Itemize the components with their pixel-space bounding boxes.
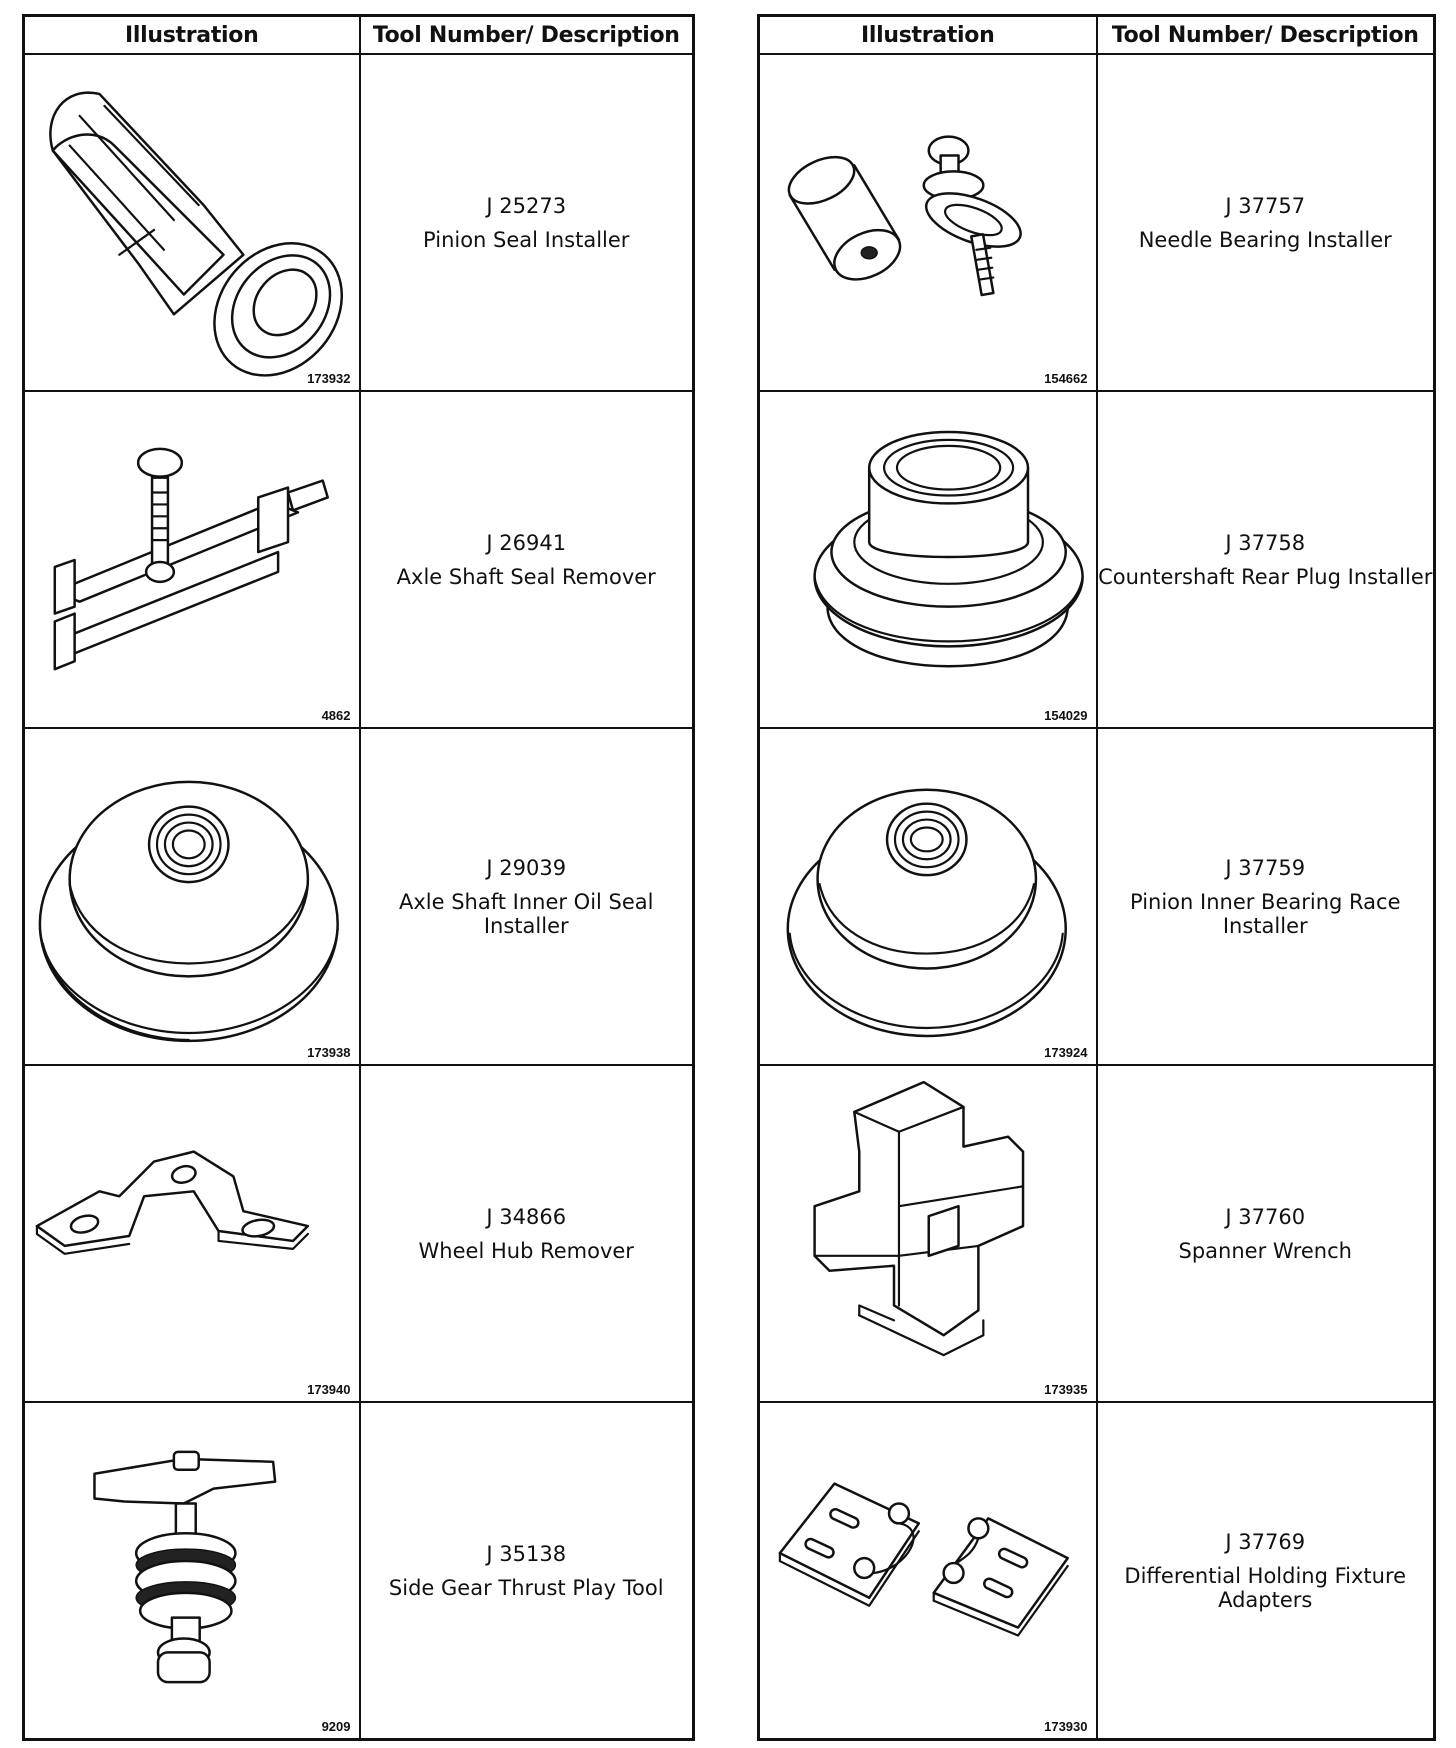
figure-number: 154029 — [1044, 708, 1088, 723]
wheel-hub-remover-icon — [35, 1150, 310, 1255]
table-row: 173924 J 37759 Pinion Inner Bearing Race… — [757, 727, 1436, 1066]
tool-name: Axle Shaft Inner Oil Seal Installer — [398, 889, 654, 938]
countershaft-plug-installer-icon — [813, 430, 1084, 668]
tool-name: Needle Bearing Installer — [1138, 227, 1392, 252]
tool-number: J 25273 — [486, 193, 567, 218]
tool-description-header: Tool Number/ Description — [1095, 14, 1436, 55]
side-gear-thrust-play-tool-icon — [93, 1450, 277, 1684]
bearing-race-installer-icon — [786, 788, 1067, 1038]
tool-description: J 25273 Pinion Seal Installer — [358, 53, 695, 392]
tool-number: J 29039 — [486, 855, 567, 880]
oil-seal-installer-icon — [38, 780, 339, 1043]
illustration-cell: 173938 — [22, 727, 361, 1066]
illustration-cell: 154029 — [757, 390, 1098, 729]
tool-number: J 37759 — [1225, 855, 1306, 880]
tool-name: Axle Shaft Seal Remover — [396, 564, 656, 589]
needle-bearing-installer-icon — [787, 135, 1022, 297]
illustration-cell: 154662 — [757, 53, 1098, 392]
figure-number: 4862 — [321, 708, 351, 723]
figure-number: 173935 — [1044, 1382, 1088, 1397]
table-row: 154662 J 37757 Needle Bearing Installer — [757, 53, 1436, 392]
tool-description: J 35138 Side Gear Thrust Play Tool — [358, 1401, 695, 1741]
figure-number: 154662 — [1044, 371, 1088, 386]
tool-description: J 37760 Spanner Wrench — [1095, 1064, 1436, 1403]
pinion-seal-installer-icon — [49, 91, 344, 377]
tool-number: J 37760 — [1225, 1204, 1306, 1229]
tool-name: Countershaft Rear Plug Installer — [1098, 564, 1433, 589]
tool-number: J 37757 — [1225, 193, 1306, 218]
table-row: 173938 J 29039 Axle Shaft Inner Oil Seal… — [22, 727, 695, 1066]
illustration-cell: 173932 — [22, 53, 361, 392]
tool-number: J 37758 — [1225, 530, 1306, 555]
illustration-cell: 4862 — [22, 390, 361, 729]
tool-description: J 34866 Wheel Hub Remover — [358, 1064, 695, 1403]
tool-name: Pinion Seal Installer — [423, 227, 630, 252]
illustration-cell: 173930 — [757, 1401, 1098, 1741]
tool-name: Differential Holding Fixture Adapters — [1124, 1563, 1407, 1612]
table-row: 4862 J 26941 Axle Shaft Seal Remover — [22, 390, 695, 729]
tool-number: J 37769 — [1225, 1529, 1306, 1554]
tool-number: J 35138 — [486, 1541, 567, 1566]
spanner-wrench-icon — [813, 1080, 1025, 1357]
table-row: 173930 J 37769 Differential Holding Fixt… — [757, 1401, 1436, 1741]
tool-name: Wheel Hub Remover — [418, 1238, 634, 1263]
table-row: 173935 J 37760 Spanner Wrench — [757, 1064, 1436, 1403]
tool-description-header: Tool Number/ Description — [358, 14, 695, 55]
tool-number: J 34866 — [486, 1204, 567, 1229]
figure-number: 173938 — [307, 1045, 351, 1060]
tool-description: J 37769 Differential Holding Fixture Ada… — [1095, 1401, 1436, 1741]
table-row: 173940 J 34866 Wheel Hub Remover — [22, 1064, 695, 1403]
illustration-header: Illustration — [22, 14, 361, 55]
illustration-cell: 9209 — [22, 1401, 361, 1741]
tool-description: J 37758 Countershaft Rear Plug Installer — [1095, 390, 1436, 729]
table-row: 154029 J 37758 Countershaft Rear Plug In… — [757, 390, 1436, 729]
illustration-cell: 173935 — [757, 1064, 1098, 1403]
figure-number: 173924 — [1044, 1045, 1088, 1060]
tool-description: J 37759 Pinion Inner Bearing Race Instal… — [1095, 727, 1436, 1066]
tool-description: J 26941 Axle Shaft Seal Remover — [358, 390, 695, 729]
tool-description: J 37757 Needle Bearing Installer — [1095, 53, 1436, 392]
illustration-cell: 173940 — [22, 1064, 361, 1403]
tool-number: J 26941 — [486, 530, 567, 555]
tool-name: Side Gear Thrust Play Tool — [388, 1575, 664, 1600]
axle-shaft-seal-remover-icon — [53, 447, 329, 671]
tool-table-right: Illustration Tool Number/ Description 15… — [757, 14, 1436, 1741]
figure-number: 173930 — [1044, 1719, 1088, 1734]
tool-description: J 29039 Axle Shaft Inner Oil Seal Instal… — [358, 727, 695, 1066]
tool-name: Pinion Inner Bearing Race Installer — [1130, 889, 1401, 938]
table-row: 9209 J 35138 Side Gear Thrust Play Tool — [22, 1401, 695, 1741]
tool-table-left: Illustration Tool Number/ Description 17… — [22, 14, 695, 1741]
figure-number: 173932 — [307, 371, 351, 386]
figure-number: 173940 — [307, 1382, 351, 1397]
table-row: 173932 J 25273 Pinion Seal Installer — [22, 53, 695, 392]
tool-name: Spanner Wrench — [1178, 1238, 1352, 1263]
holding-fixture-adapters-icon — [778, 1482, 1069, 1637]
illustration-cell: 173924 — [757, 727, 1098, 1066]
figure-number: 9209 — [321, 1719, 351, 1734]
illustration-header: Illustration — [757, 14, 1098, 55]
